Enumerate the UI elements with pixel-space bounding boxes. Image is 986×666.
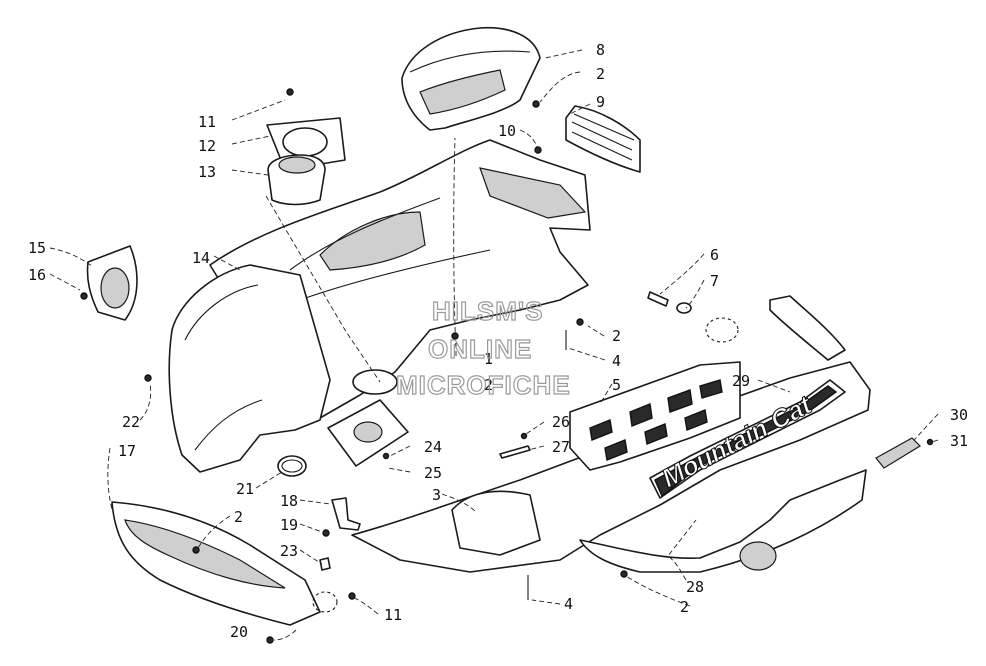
callout-11: 11 (384, 606, 402, 624)
callout-31: 31 (950, 432, 968, 450)
callout-2: 2 (234, 508, 243, 526)
hardware-dots (144, 100, 628, 613)
callout-16: 16 (28, 266, 46, 284)
part-headlight-shroud (80, 245, 138, 321)
callout-6: 6 (710, 246, 719, 264)
callout-8: 8 (596, 41, 605, 59)
part-round-badge (739, 541, 777, 571)
part-plate (327, 399, 409, 467)
part-console-cover (401, 26, 541, 131)
callout-12: 12 (198, 137, 216, 155)
callout-25: 25 (424, 464, 442, 482)
callout-22: 22 (122, 413, 140, 431)
part-left-side-panel (168, 264, 331, 473)
callout-3: 3 (432, 486, 441, 504)
part-front-bumper (111, 501, 321, 644)
callout-13: 13 (198, 163, 216, 181)
callout-10: 10 (498, 122, 516, 140)
callout-19: 19 (280, 516, 298, 534)
watermark-line-3: MICROFICHE (396, 370, 571, 400)
callout-2: 2 (680, 598, 689, 616)
callout-2: 2 (612, 327, 621, 345)
callout-labels: 8 2 9 10 11 12 13 14 15 16 17 22 6 7 2 4… (28, 41, 968, 641)
callout-24: 24 (424, 438, 442, 456)
part-screw-washer-right (647, 291, 739, 343)
part-bracket (322, 497, 361, 537)
callout-26: 26 (552, 413, 570, 431)
watermark-line-1: HILSM'S (432, 296, 543, 326)
callout-14: 14 (192, 249, 210, 267)
callout-23: 23 (280, 542, 298, 560)
part-emblem-plate (875, 437, 934, 469)
callout-30: 30 (950, 406, 968, 424)
callout-27: 27 (552, 438, 570, 456)
callout-15: 15 (28, 239, 46, 257)
watermark-line-2: ONLINE (428, 334, 532, 364)
callout-4: 4 (564, 595, 573, 613)
watermark: HILSM'S ONLINE MICROFICHE (395, 295, 571, 400)
callout-29: 29 (732, 372, 750, 390)
callout-17: 17 (118, 442, 136, 460)
callout-21: 21 (236, 480, 254, 498)
callout-5: 5 (612, 376, 621, 394)
callout-4: 4 (612, 352, 621, 370)
callout-18: 18 (280, 492, 298, 510)
callout-2: 2 (596, 65, 605, 83)
callout-11: 11 (198, 113, 216, 131)
callout-2: 2 (484, 376, 493, 394)
part-nose-flap (769, 295, 846, 361)
callout-20: 20 (230, 623, 248, 641)
callout-7: 7 (710, 272, 719, 290)
part-vent-grille (565, 105, 641, 173)
callout-1: 1 (484, 350, 493, 368)
part-front-panel-textured (569, 361, 741, 471)
part-air-duct (266, 88, 346, 206)
callout-28: 28 (686, 578, 704, 596)
leader-lines (49, 49, 939, 641)
callout-9: 9 (596, 93, 605, 111)
part-ring (277, 455, 307, 477)
